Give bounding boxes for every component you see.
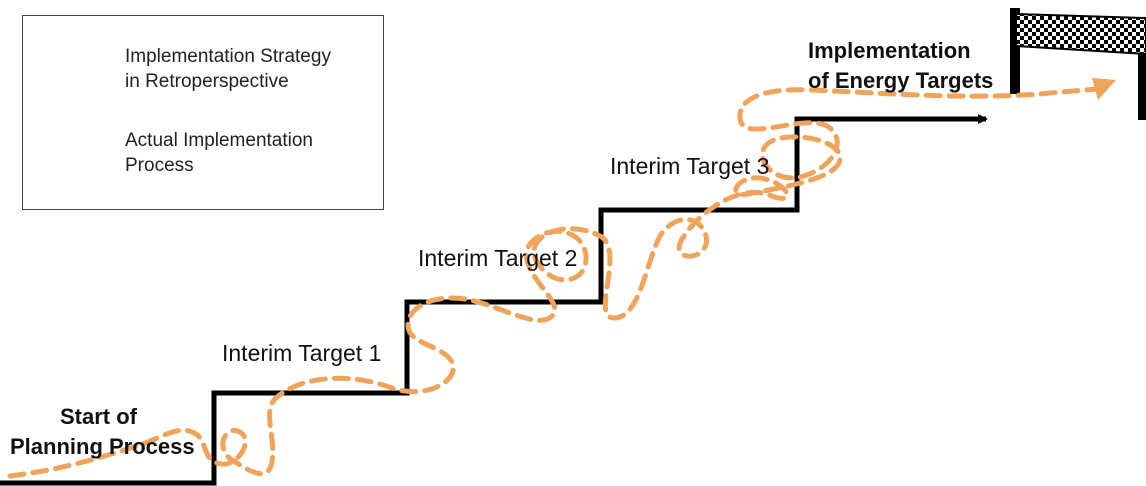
interim-target-1-label: Interim Target 1 [222, 340, 382, 366]
finish-label: Implementation of Energy Targets [808, 36, 993, 96]
actual-implementation-path [7, 85, 1109, 479]
legend-actual-label: Actual Implementation Process [125, 128, 313, 178]
finish-label-line1: Implementation [808, 38, 971, 63]
interim-target-3-label: Interim Target 3 [610, 153, 770, 179]
interim-target-2-label: Interim Target 2 [418, 245, 578, 271]
legend-box [22, 15, 384, 210]
legend-strategy-label: Implementation Strategy in Retroperspect… [125, 44, 331, 94]
strategy-staircase-line [0, 114, 988, 486]
start-label-line1: Start of [60, 404, 137, 429]
legend-strategy-line1: Implementation Strategy [125, 46, 331, 67]
legend-actual-line2: Process [125, 155, 194, 176]
checkered-finish-flag-icon [1010, 8, 1146, 120]
legend-actual-line1: Actual Implementation [125, 130, 313, 151]
legend-strategy-line2: in Retroperspective [125, 71, 289, 92]
start-label: Start of Planning Process [10, 402, 195, 462]
start-label-line2: Planning Process [10, 434, 195, 459]
actual-implementation-arrowhead [1092, 78, 1116, 100]
finish-label-line2: of Energy Targets [808, 68, 994, 93]
